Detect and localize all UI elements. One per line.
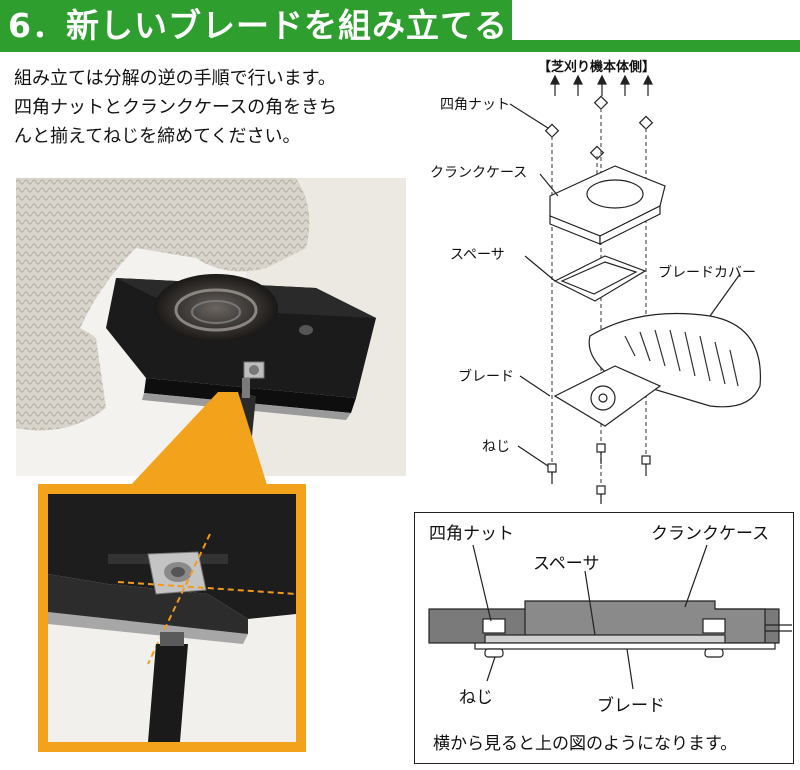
header-mask bbox=[512, 0, 800, 40]
side-label-spacer: スペーサ bbox=[533, 554, 600, 574]
intro-text: 組み立ては分解の逆の手順で行います。 四角ナットとクランクケースの角をきち んと… bbox=[14, 64, 404, 151]
side-label-blade: ブレード bbox=[597, 696, 665, 716]
label-square-nut: 四角ナット bbox=[440, 97, 510, 113]
label-spacer: スペーサ bbox=[450, 247, 505, 263]
side-view-diagram: 四角ナット クランクケース スペーサ ねじ ブレード 横から見ると上の図のように… bbox=[414, 512, 794, 764]
side-label-screw: ねじ bbox=[459, 688, 493, 708]
direction-label: 【芝刈り機本体側】 bbox=[538, 60, 656, 75]
assembly-photo bbox=[16, 178, 406, 476]
exploded-diagram: 【芝刈り機本体側】 四角ナット クランクケース スペーサ ブレードカバー ブレー… bbox=[410, 56, 800, 506]
section-title: 6．新しいブレードを組み立てる bbox=[8, 6, 508, 45]
header-underline bbox=[512, 40, 800, 48]
zoom-photo-illustration bbox=[48, 494, 296, 742]
section-header: 6．新しいブレードを組み立てる bbox=[0, 0, 800, 52]
side-label-crankcase: クランクケース bbox=[651, 524, 770, 544]
label-screw: ねじ bbox=[482, 439, 510, 455]
assembly-photo-illustration bbox=[16, 178, 406, 476]
label-blade-cover: ブレードカバー bbox=[658, 265, 756, 281]
exploded-diagram-drawing bbox=[509, 74, 762, 504]
intro-line-3: んと揃えてねじを締めてください。 bbox=[14, 126, 301, 147]
zoom-photo-frame bbox=[38, 484, 306, 752]
side-view-drawing bbox=[428, 544, 792, 690]
side-label-square-nut: 四角ナット bbox=[429, 524, 514, 544]
intro-line-1: 組み立ては分解の逆の手順で行います。 bbox=[14, 68, 336, 89]
label-blade: ブレード bbox=[458, 369, 514, 385]
side-view-caption: 横から見ると上の図のようになります。 bbox=[433, 734, 738, 754]
intro-line-2: 四角ナットとクランクケースの角をきち bbox=[14, 97, 338, 118]
zoom-callout-connector bbox=[128, 392, 268, 488]
label-crankcase: クランクケース bbox=[430, 165, 528, 181]
direction-arrows bbox=[550, 74, 653, 96]
zoom-photo bbox=[48, 494, 296, 742]
